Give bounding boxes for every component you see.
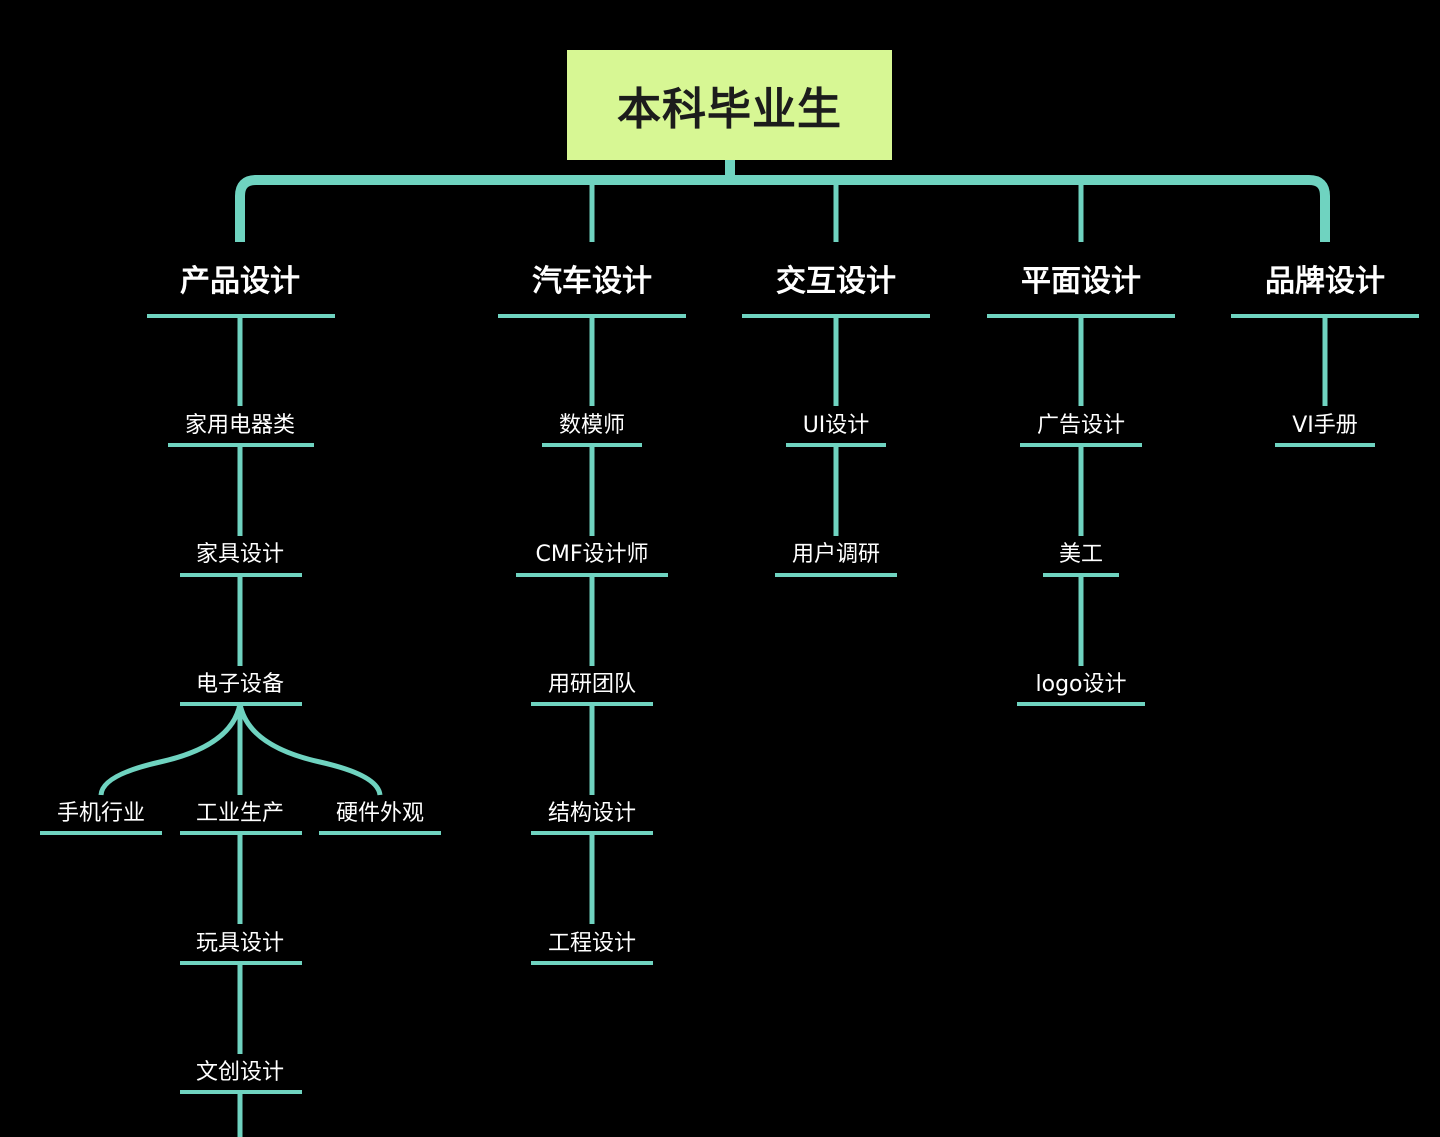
underline bbox=[40, 831, 162, 835]
node-research-team: 用研团队 bbox=[547, 672, 637, 697]
node-cultural-creative: 文创设计 bbox=[195, 1060, 285, 1085]
node-appliances: 家用电器类 bbox=[184, 413, 296, 438]
underline bbox=[742, 314, 930, 318]
underline bbox=[542, 443, 642, 447]
underline bbox=[1020, 443, 1142, 447]
fanout-right-curve bbox=[237, 703, 383, 796]
underline bbox=[180, 961, 302, 965]
node-user-research: 用户调研 bbox=[791, 542, 881, 567]
node-logo-design: logo设计 bbox=[1035, 672, 1127, 697]
underline bbox=[498, 314, 686, 318]
node-mobile-industry: 手机行业 bbox=[56, 801, 146, 826]
node-industrial-production: 工业生产 bbox=[195, 801, 285, 826]
node-electronics: 电子设备 bbox=[195, 672, 285, 697]
underline bbox=[531, 961, 653, 965]
underline bbox=[319, 831, 441, 835]
node-vi-manual: VI手册 bbox=[1292, 413, 1358, 438]
node-modeler: 数模师 bbox=[558, 413, 626, 438]
underline bbox=[531, 831, 653, 835]
underline bbox=[516, 573, 668, 577]
root-node: 本科毕业生 bbox=[567, 50, 892, 160]
node-structure-design: 结构设计 bbox=[547, 801, 637, 826]
node-artist: 美工 bbox=[1058, 542, 1104, 567]
branch-graphic-design: 平面设计 bbox=[1021, 264, 1141, 299]
top-bar-line bbox=[235, 175, 1330, 242]
branch-interaction-design: 交互设计 bbox=[776, 264, 896, 299]
underline bbox=[1043, 573, 1119, 577]
underline bbox=[531, 702, 653, 706]
underline bbox=[180, 1090, 302, 1094]
node-furniture-design: 家具设计 bbox=[195, 542, 285, 567]
node-ad-design: 广告设计 bbox=[1036, 413, 1126, 438]
underline bbox=[180, 702, 302, 706]
node-engineering-design: 工程设计 bbox=[547, 931, 637, 956]
underline bbox=[180, 831, 302, 835]
underline bbox=[786, 443, 886, 447]
underline bbox=[180, 573, 302, 577]
underline bbox=[775, 573, 897, 577]
underline bbox=[147, 314, 335, 318]
underline bbox=[168, 443, 314, 447]
underline bbox=[987, 314, 1175, 318]
branch-product-design: 产品设计 bbox=[180, 264, 300, 299]
branch-brand-design: 品牌设计 bbox=[1265, 264, 1385, 299]
underline bbox=[1017, 702, 1145, 706]
underline bbox=[1231, 314, 1419, 318]
node-hardware-appearance: 硬件外观 bbox=[335, 801, 425, 826]
node-ui-design: UI设计 bbox=[802, 413, 870, 438]
branch-car-design: 汽车设计 bbox=[532, 264, 652, 299]
fanout-left-curve bbox=[98, 703, 243, 796]
node-cmf-designer: CMF设计师 bbox=[535, 542, 649, 567]
underline bbox=[1275, 443, 1375, 447]
node-toy-design: 玩具设计 bbox=[195, 931, 285, 956]
